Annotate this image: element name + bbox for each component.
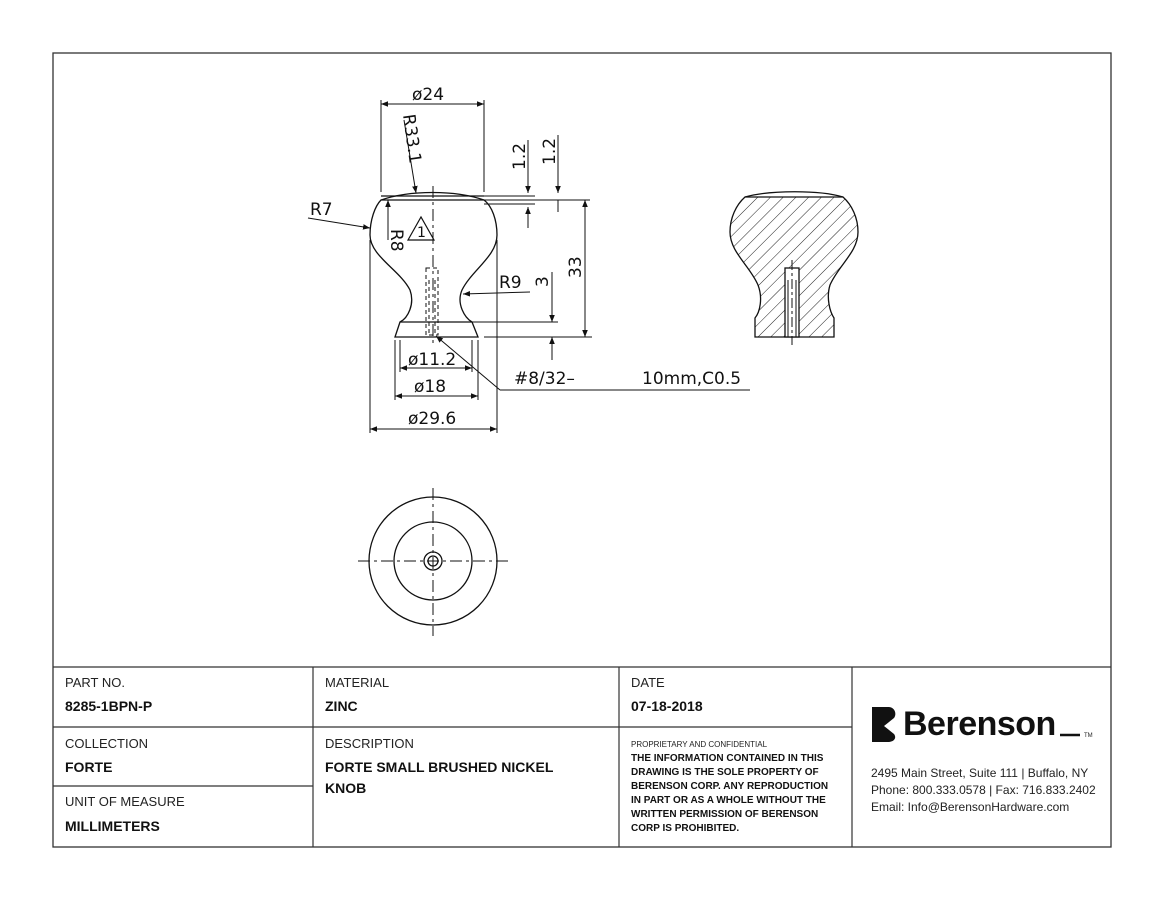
unit-label: UNIT OF MEASURE — [65, 794, 185, 809]
legal-line-2: DRAWING IS THE SOLE PROPERTY OF — [631, 767, 819, 778]
thread-insert — [425, 267, 439, 336]
dim-r7: R7 — [310, 200, 333, 220]
collection-label: COLLECTION — [65, 736, 148, 751]
date-label: DATE — [631, 675, 665, 690]
dim-dia-11-2: ø11.2 — [408, 350, 456, 370]
section-top-dome — [744, 191, 844, 198]
front-view — [307, 100, 750, 433]
material-value: ZINC — [325, 698, 358, 714]
description-label: DESCRIPTION — [325, 736, 414, 751]
title-block-text: PART NO. 8285-1BPN-P MATERIAL ZINC DATE … — [65, 675, 1096, 834]
dim-r9: R9 — [499, 273, 522, 293]
company-name: Berenson — [903, 705, 1056, 743]
legal-line-4: IN PART OR AS A WHOLE WITHOUT THE — [631, 795, 826, 806]
knob-profile — [369, 199, 498, 338]
dim-thread: #8/32– — [514, 369, 575, 389]
material-label: MATERIAL — [325, 675, 389, 690]
company-address: 2495 Main Street, Suite 111 | Buffalo, N… — [871, 766, 1088, 780]
legal-line-1: THE INFORMATION CONTAINED IN THIS — [631, 753, 824, 764]
sheet-border — [52, 52, 1112, 848]
section-view — [729, 191, 859, 345]
company-phone: Phone: 800.333.0578 | Fax: 716.833.2402 — [871, 783, 1096, 797]
dim-r33: R33.1 — [398, 113, 425, 165]
legal-line-6: CORP IS PROHIBITED. — [631, 823, 739, 834]
top-view — [358, 488, 508, 636]
part-no-value: 8285-1BPN-P — [65, 698, 152, 714]
unit-value: MILLIMETERS — [65, 818, 160, 834]
trademark: TM — [1084, 733, 1093, 739]
proprietary-label: PROPRIETARY AND CONFIDENTIAL — [631, 740, 768, 749]
dim-dia-24: ø24 — [412, 85, 444, 105]
title-block — [53, 666, 1111, 847]
dim-3: 3 — [533, 276, 553, 287]
part-no-label: PART NO. — [65, 675, 125, 690]
company-email: Email: Info@BerensonHardware.com — [871, 800, 1069, 814]
note-number: 1 — [417, 225, 426, 241]
date-value: 07-18-2018 — [631, 698, 703, 714]
description-line-2: KNOB — [325, 780, 366, 796]
dimension-labels: ø24 R33.1 1.2 1.2 R7 R8 1 R9 3 33 ø11.2 … — [310, 85, 741, 429]
dim-thread-length: 10mm,C0.5 — [642, 369, 741, 389]
collection-value: FORTE — [65, 759, 112, 775]
dim-h12-b: 1.2 — [540, 138, 560, 165]
legal-line-3: BERENSON CORP. ANY REPRODUCTION — [631, 781, 828, 792]
berenson-logo: Berenson TM — [872, 705, 1093, 743]
berenson-logo-mark — [872, 707, 896, 742]
section-body — [729, 196, 859, 338]
description-line-1: FORTE SMALL BRUSHED NICKEL — [325, 759, 554, 775]
note-triangle — [406, 215, 436, 241]
dim-dia-18: ø18 — [414, 377, 446, 397]
legal-line-5: WRITTEN PERMISSION OF BERENSON — [631, 809, 818, 820]
dim-r8: R8 — [386, 229, 406, 252]
dim-h12-a: 1.2 — [510, 143, 530, 170]
dim-dia-29-6: ø29.6 — [408, 409, 456, 429]
dim-h33: 33 — [566, 256, 586, 278]
